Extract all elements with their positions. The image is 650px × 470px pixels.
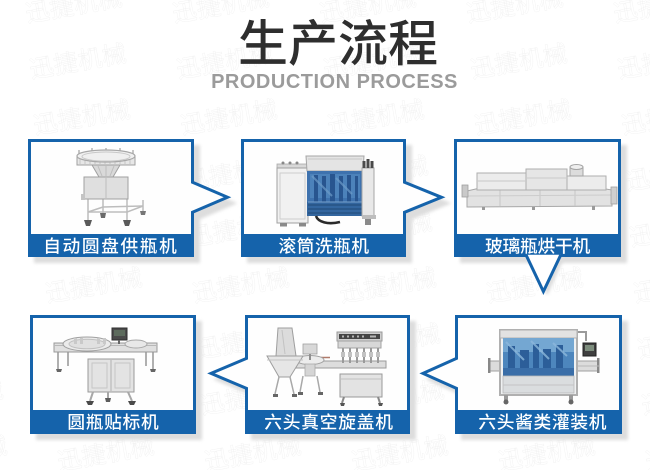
svg-text:PRODUCTION PROCESS: PRODUCTION PROCESS bbox=[211, 71, 458, 93]
